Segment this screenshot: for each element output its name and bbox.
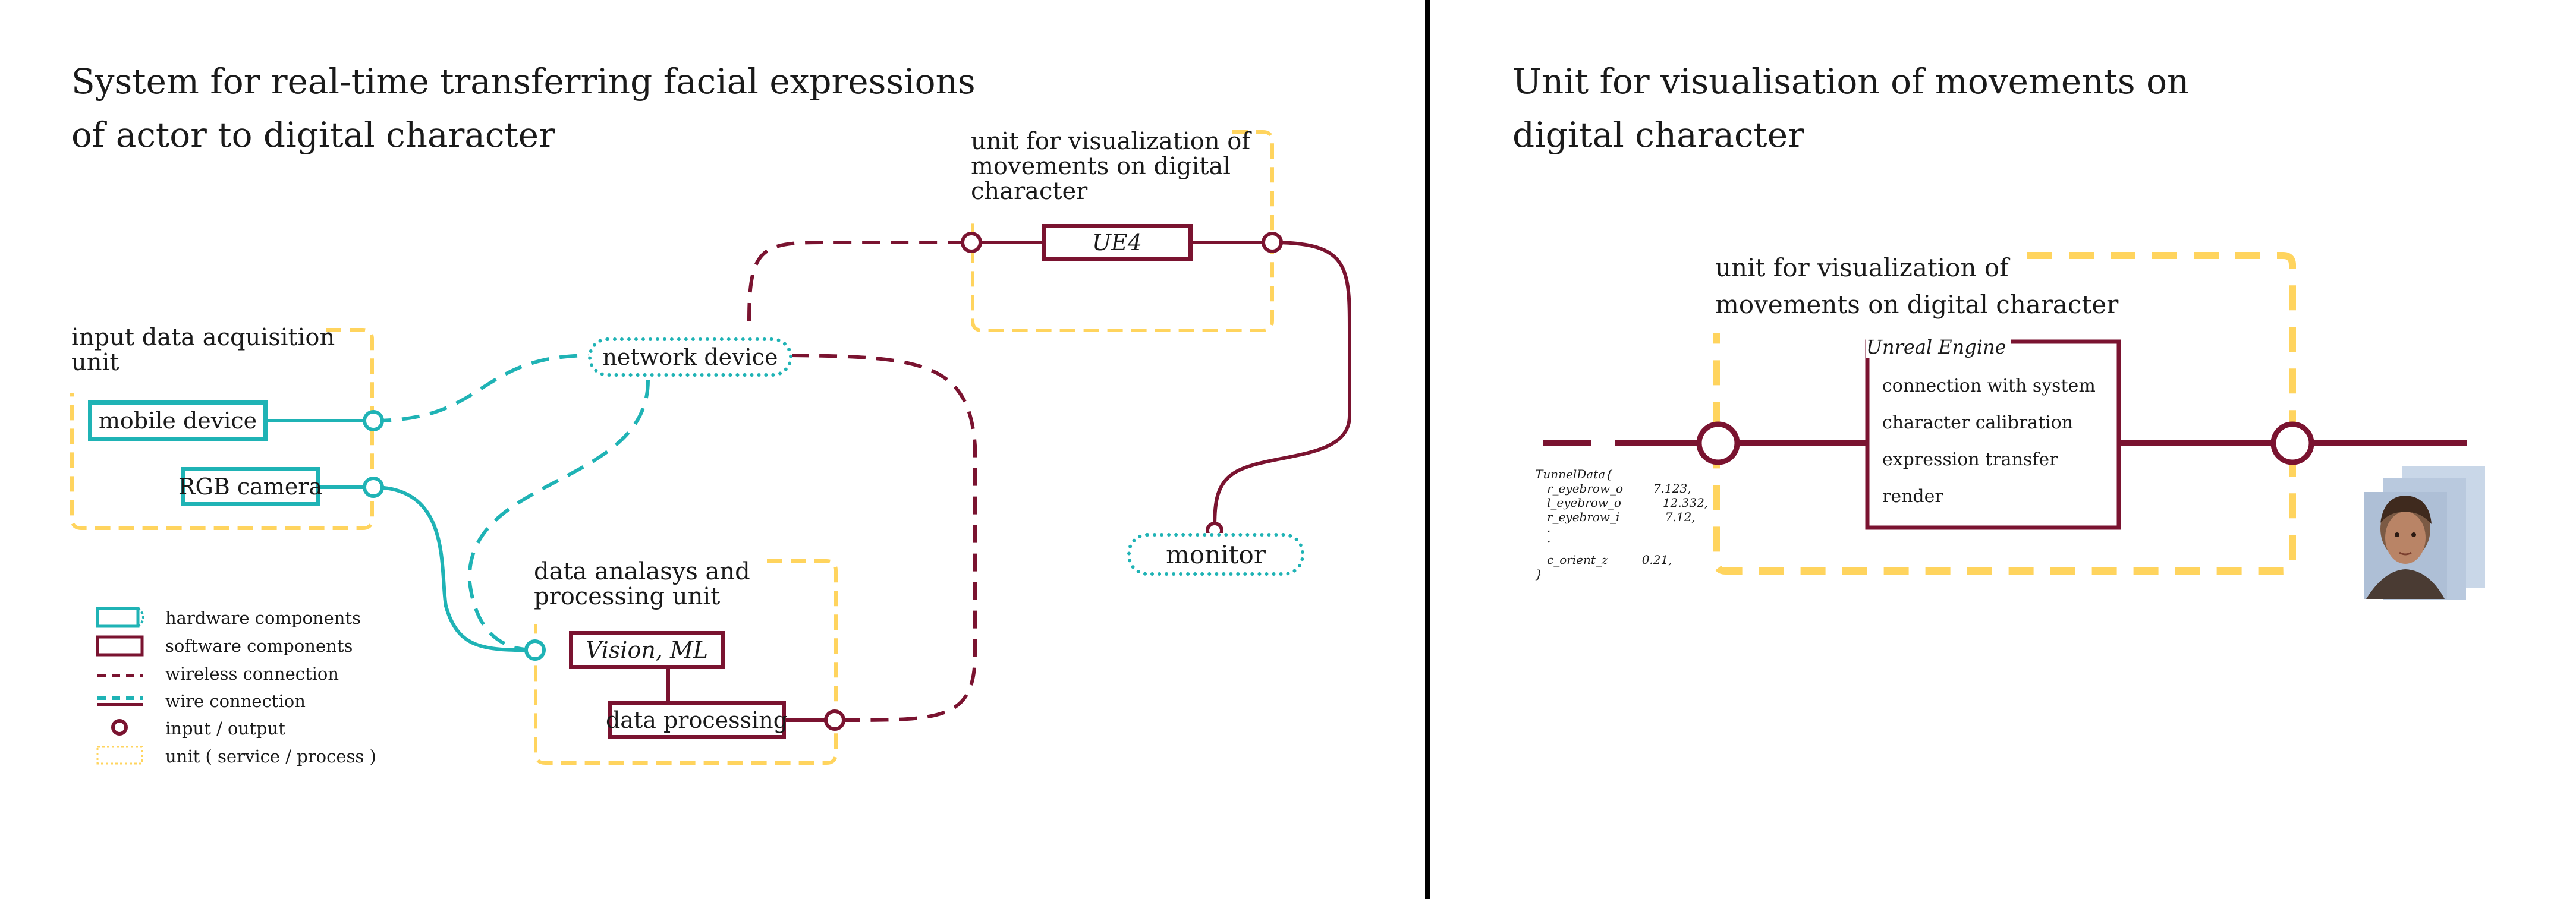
tunnel-data-line-2: r_eyebrow_o 7.123, — [1547, 481, 1691, 496]
io-node-ue4-out — [1262, 232, 1283, 253]
wire-camera-to-vision — [373, 485, 536, 652]
engine-item-connection: connection with system — [1882, 376, 2096, 396]
right-unit-outline — [1713, 252, 2296, 575]
wireless-mobile-to-network — [373, 354, 589, 422]
tunnel-data-line-6: . — [1547, 531, 1551, 545]
right-unit-label-line-2: movements on digital character — [1715, 290, 2119, 319]
tunnel-data-line-1: TunnelData{ — [1535, 467, 1613, 481]
left-title-line-1: System for real-time transferring facial… — [71, 61, 976, 102]
left-title-line-2: of actor to digital character — [71, 115, 555, 155]
visualization-unit-label-line-1: unit for visualization of — [971, 128, 1251, 155]
legend-hardware-symbol — [96, 607, 140, 628]
right-io-node-out — [2270, 421, 2314, 465]
wireless-network-to-vision — [467, 380, 650, 652]
io-node-mobile — [363, 410, 384, 431]
monitor-box: monitor — [1127, 533, 1304, 576]
input-unit-label-line-1: input data acquisition — [71, 324, 335, 351]
input-unit-label-line-2: unit — [71, 349, 119, 376]
mobile-device-box: mobile device — [88, 400, 268, 441]
processing-unit-label-line-1: data analasys and — [534, 558, 750, 585]
legend-software-label: software components — [165, 636, 353, 656]
engine-item-calibration: character calibration — [1882, 412, 2074, 433]
processing-unit-label-line-2: processing unit — [534, 583, 721, 610]
legend-hardware-label: hardware components — [165, 608, 361, 628]
io-node-dataproc-out — [824, 709, 845, 731]
tunnel-data-line-3: l_eyebrow_o 12.332, — [1547, 496, 1709, 510]
tunnel-data-line-7: c_orient_z 0.21, — [1547, 553, 1672, 567]
vision-ml-box: Vision, ML — [569, 631, 725, 669]
visualization-unit-outline — [971, 130, 1274, 332]
io-node-camera — [363, 477, 384, 498]
engine-title: Unreal Engine — [1866, 336, 2011, 358]
legend-wire-label: wire connection — [165, 691, 306, 711]
right-unit-label-line-1: unit for visualization of — [1715, 253, 2009, 282]
legend-software-symbol — [96, 635, 144, 657]
wireless-network-to-ue4 — [747, 241, 971, 321]
right-title-line-1: Unit for visualisation of movements on — [1512, 61, 2190, 102]
visualization-unit-label-line-2: movements on digital — [971, 153, 1231, 180]
right-title-line-2: digital character — [1512, 115, 1804, 155]
rgb-camera-box: RGB camera — [178, 467, 322, 506]
character-render-stack — [2364, 466, 2485, 600]
wire-ue4-to-monitor — [1213, 241, 1351, 531]
ue4-box: UE4 — [1042, 224, 1193, 261]
io-node-vision-in — [524, 639, 546, 661]
visualization-unit-label-line-3: character — [971, 178, 1088, 205]
legend-wireless-label: wireless connection — [165, 664, 339, 684]
network-device-box: network device — [588, 337, 792, 377]
tunnel-data-line-4: r_eyebrow_i 7.12, — [1547, 510, 1696, 524]
data-processing-box: data processing — [606, 701, 788, 739]
legend-io-symbol — [111, 719, 128, 736]
wireless-network-to-dataproc — [790, 354, 977, 723]
engine-item-expression: expression transfer — [1882, 449, 2058, 470]
io-node-ue4-in — [961, 232, 982, 253]
processing-unit-outline — [534, 559, 838, 765]
legend-unit-symbol — [96, 746, 143, 765]
engine-item-render: render — [1882, 486, 1943, 507]
legend-unit-label: unit ( service / process ) — [165, 746, 376, 766]
legend-io-label: input / output — [165, 718, 285, 739]
right-io-node-in — [1696, 421, 1740, 465]
tunnel-data-line-8: } — [1535, 567, 1543, 581]
tunnel-data-line-5: . — [1547, 521, 1551, 535]
input-unit-outline — [70, 328, 374, 530]
